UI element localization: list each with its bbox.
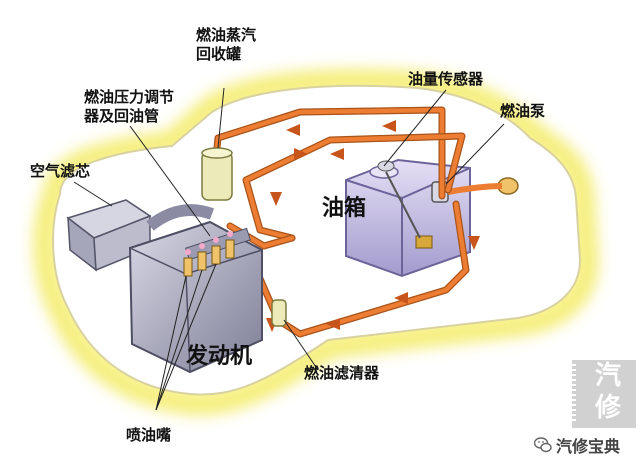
label-level-sensor: 油量传感器 [408, 70, 484, 88]
label-fuel-filter: 燃油滤清器 [304, 364, 380, 382]
vapor-canister-part [201, 147, 233, 201]
label-fuel-tank: 油箱 [322, 196, 367, 221]
label-air-filter: 空气滤芯 [30, 162, 91, 180]
label-regulator-text: 燃油压力调节 器及回油管 [84, 88, 175, 125]
label-regulator: 燃油压力调节 器及回油管 [84, 88, 204, 126]
watermark-badge-text: 汽 修 [594, 361, 621, 423]
label-injectors: 喷油嘴 [126, 426, 172, 444]
label-engine: 发动机 [186, 344, 253, 369]
level-sensor-part [377, 160, 421, 239]
fuel-filter-part [271, 299, 287, 327]
watermark-badge: 汽 修 [572, 360, 636, 428]
label-vapor-canister: 燃油蒸汽 回收罐 [196, 26, 288, 64]
label-vapor-canister-text: 燃油蒸汽 回收罐 [196, 26, 257, 63]
label-fuel-pump: 燃油泵 [500, 102, 546, 120]
watermark-stripe [572, 364, 576, 422]
wechat-icon [534, 437, 552, 453]
watermark-caption-text: 汽修宝典 [556, 437, 621, 456]
watermark-caption: 汽修宝典 [534, 434, 620, 456]
leader-lines [73, 87, 505, 411]
flow-arrows [266, 120, 480, 332]
